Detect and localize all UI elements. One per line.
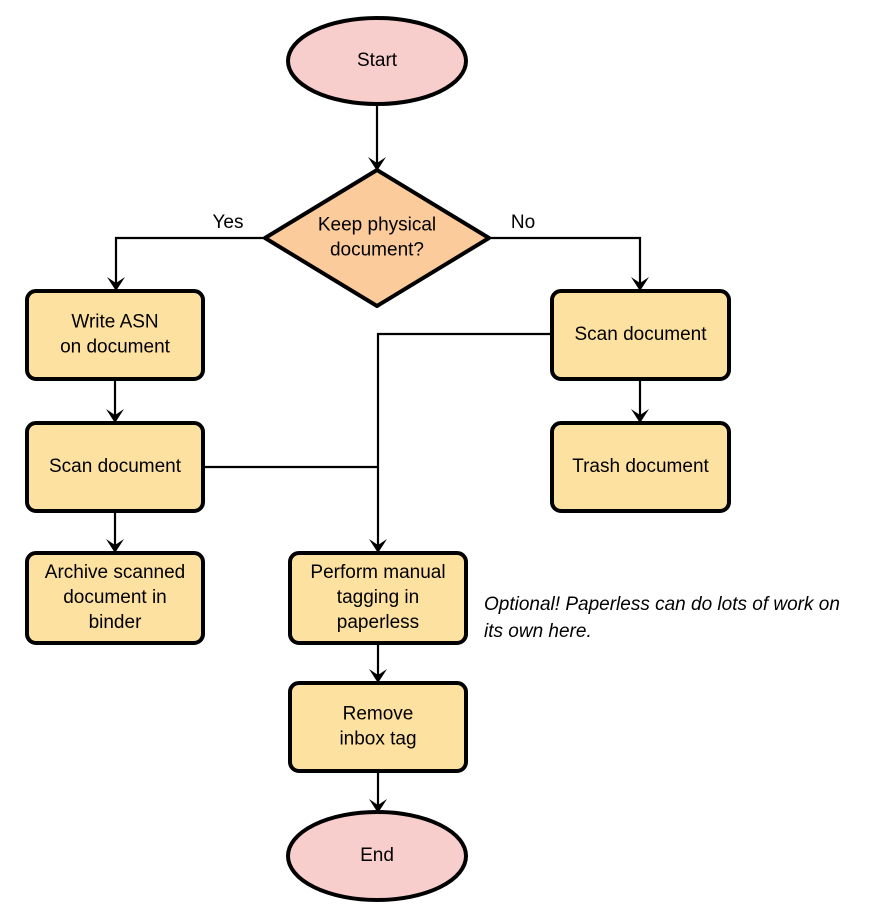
node-shape-rect [550, 421, 731, 513]
arrowhead-icon [631, 409, 649, 423]
node-perform-manual-tagging[interactable]: Perform manual tagging in paperless [288, 551, 468, 645]
edge-label-decision-to-scan-right: No [511, 212, 535, 233]
edge-remove-inbox-to-end [369, 771, 387, 813]
node-start[interactable]: Start [286, 16, 468, 106]
edge-path [490, 236, 642, 284]
node-remove-inbox-tag[interactable]: Remove inbox tag [288, 681, 468, 773]
node-label-keep-physical: document? [330, 240, 424, 261]
node-end[interactable]: End [286, 810, 468, 902]
node-shape-rect [25, 551, 205, 645]
edge-write-asn-to-scan-left [106, 379, 124, 423]
node-label-archive-scanned: binder [89, 612, 142, 633]
node-label-write-asn: on document [60, 337, 171, 358]
arrowhead-icon [369, 539, 387, 553]
node-shape-rect [25, 421, 205, 513]
node-label-scan-document-right: Scan document [574, 324, 707, 345]
edge-decision-to-scan-right: No [490, 212, 649, 291]
arrowhead-icon [106, 539, 124, 553]
node-keep-physical[interactable]: Keep physical document? [263, 168, 491, 308]
arrowhead-icon [106, 409, 124, 423]
arrowhead-icon [631, 277, 649, 291]
annotations-layer: Optional! Paperless can do lots of work … [484, 594, 840, 642]
arrowhead-icon [368, 157, 386, 171]
annotation-line: its own here. [484, 621, 592, 642]
node-label-remove-inbox-tag: Remove [343, 704, 414, 725]
node-label-start: Start [357, 50, 398, 71]
node-label-trash-document: Trash document [572, 456, 709, 477]
node-shape-rect [288, 681, 468, 773]
node-shape-rect [288, 551, 468, 645]
arrowhead-icon [369, 799, 387, 813]
node-label-remove-inbox-tag: inbox tag [339, 729, 416, 750]
node-label-keep-physical: Keep physical [318, 215, 436, 236]
node-label-archive-scanned: document in [63, 587, 167, 608]
node-archive-scanned[interactable]: Archive scanned document in binder [25, 551, 205, 645]
node-scan-document-right[interactable]: Scan document [550, 289, 731, 381]
node-shape-ellipse [286, 16, 468, 106]
node-scan-document-left[interactable]: Scan document [25, 421, 205, 513]
node-shape-rect [550, 289, 731, 381]
arrowhead-icon [369, 669, 387, 683]
node-label-archive-scanned: Archive scanned [45, 562, 185, 583]
edge-start-to-decision [368, 104, 386, 171]
edge-path [376, 332, 552, 546]
node-label-scan-document-left: Scan document [49, 456, 182, 477]
edge-scan-right-to-trash [631, 379, 649, 423]
node-shape-diamond [263, 168, 491, 308]
arrowhead-icon [107, 277, 125, 291]
edge-decision-to-write-asn: Yes [107, 212, 265, 291]
edge-scan-right-to-tagging [369, 332, 552, 553]
edges-layer: Yes No [106, 104, 649, 813]
node-label-perform-manual-tagging: Perform manual [310, 562, 445, 583]
node-shape-ellipse [286, 810, 468, 902]
node-label-write-asn: Write ASN [71, 312, 158, 333]
node-label-perform-manual-tagging: paperless [337, 612, 419, 633]
edge-path [114, 236, 265, 284]
node-trash-document[interactable]: Trash document [550, 421, 731, 513]
edge-label-decision-to-write-asn: Yes [213, 212, 244, 233]
annotation-optional-note: Optional! Paperless can do lots of work … [484, 594, 840, 642]
node-label-end: End [360, 845, 394, 866]
annotation-line: Optional! Paperless can do lots of work … [484, 594, 840, 615]
node-label-perform-manual-tagging: tagging in [337, 587, 419, 608]
edge-tagging-to-remove-inbox [369, 643, 387, 683]
node-write-asn[interactable]: Write ASN on document [25, 289, 205, 381]
node-shape-rect [25, 289, 205, 381]
edge-scan-left-to-archive [106, 511, 124, 553]
